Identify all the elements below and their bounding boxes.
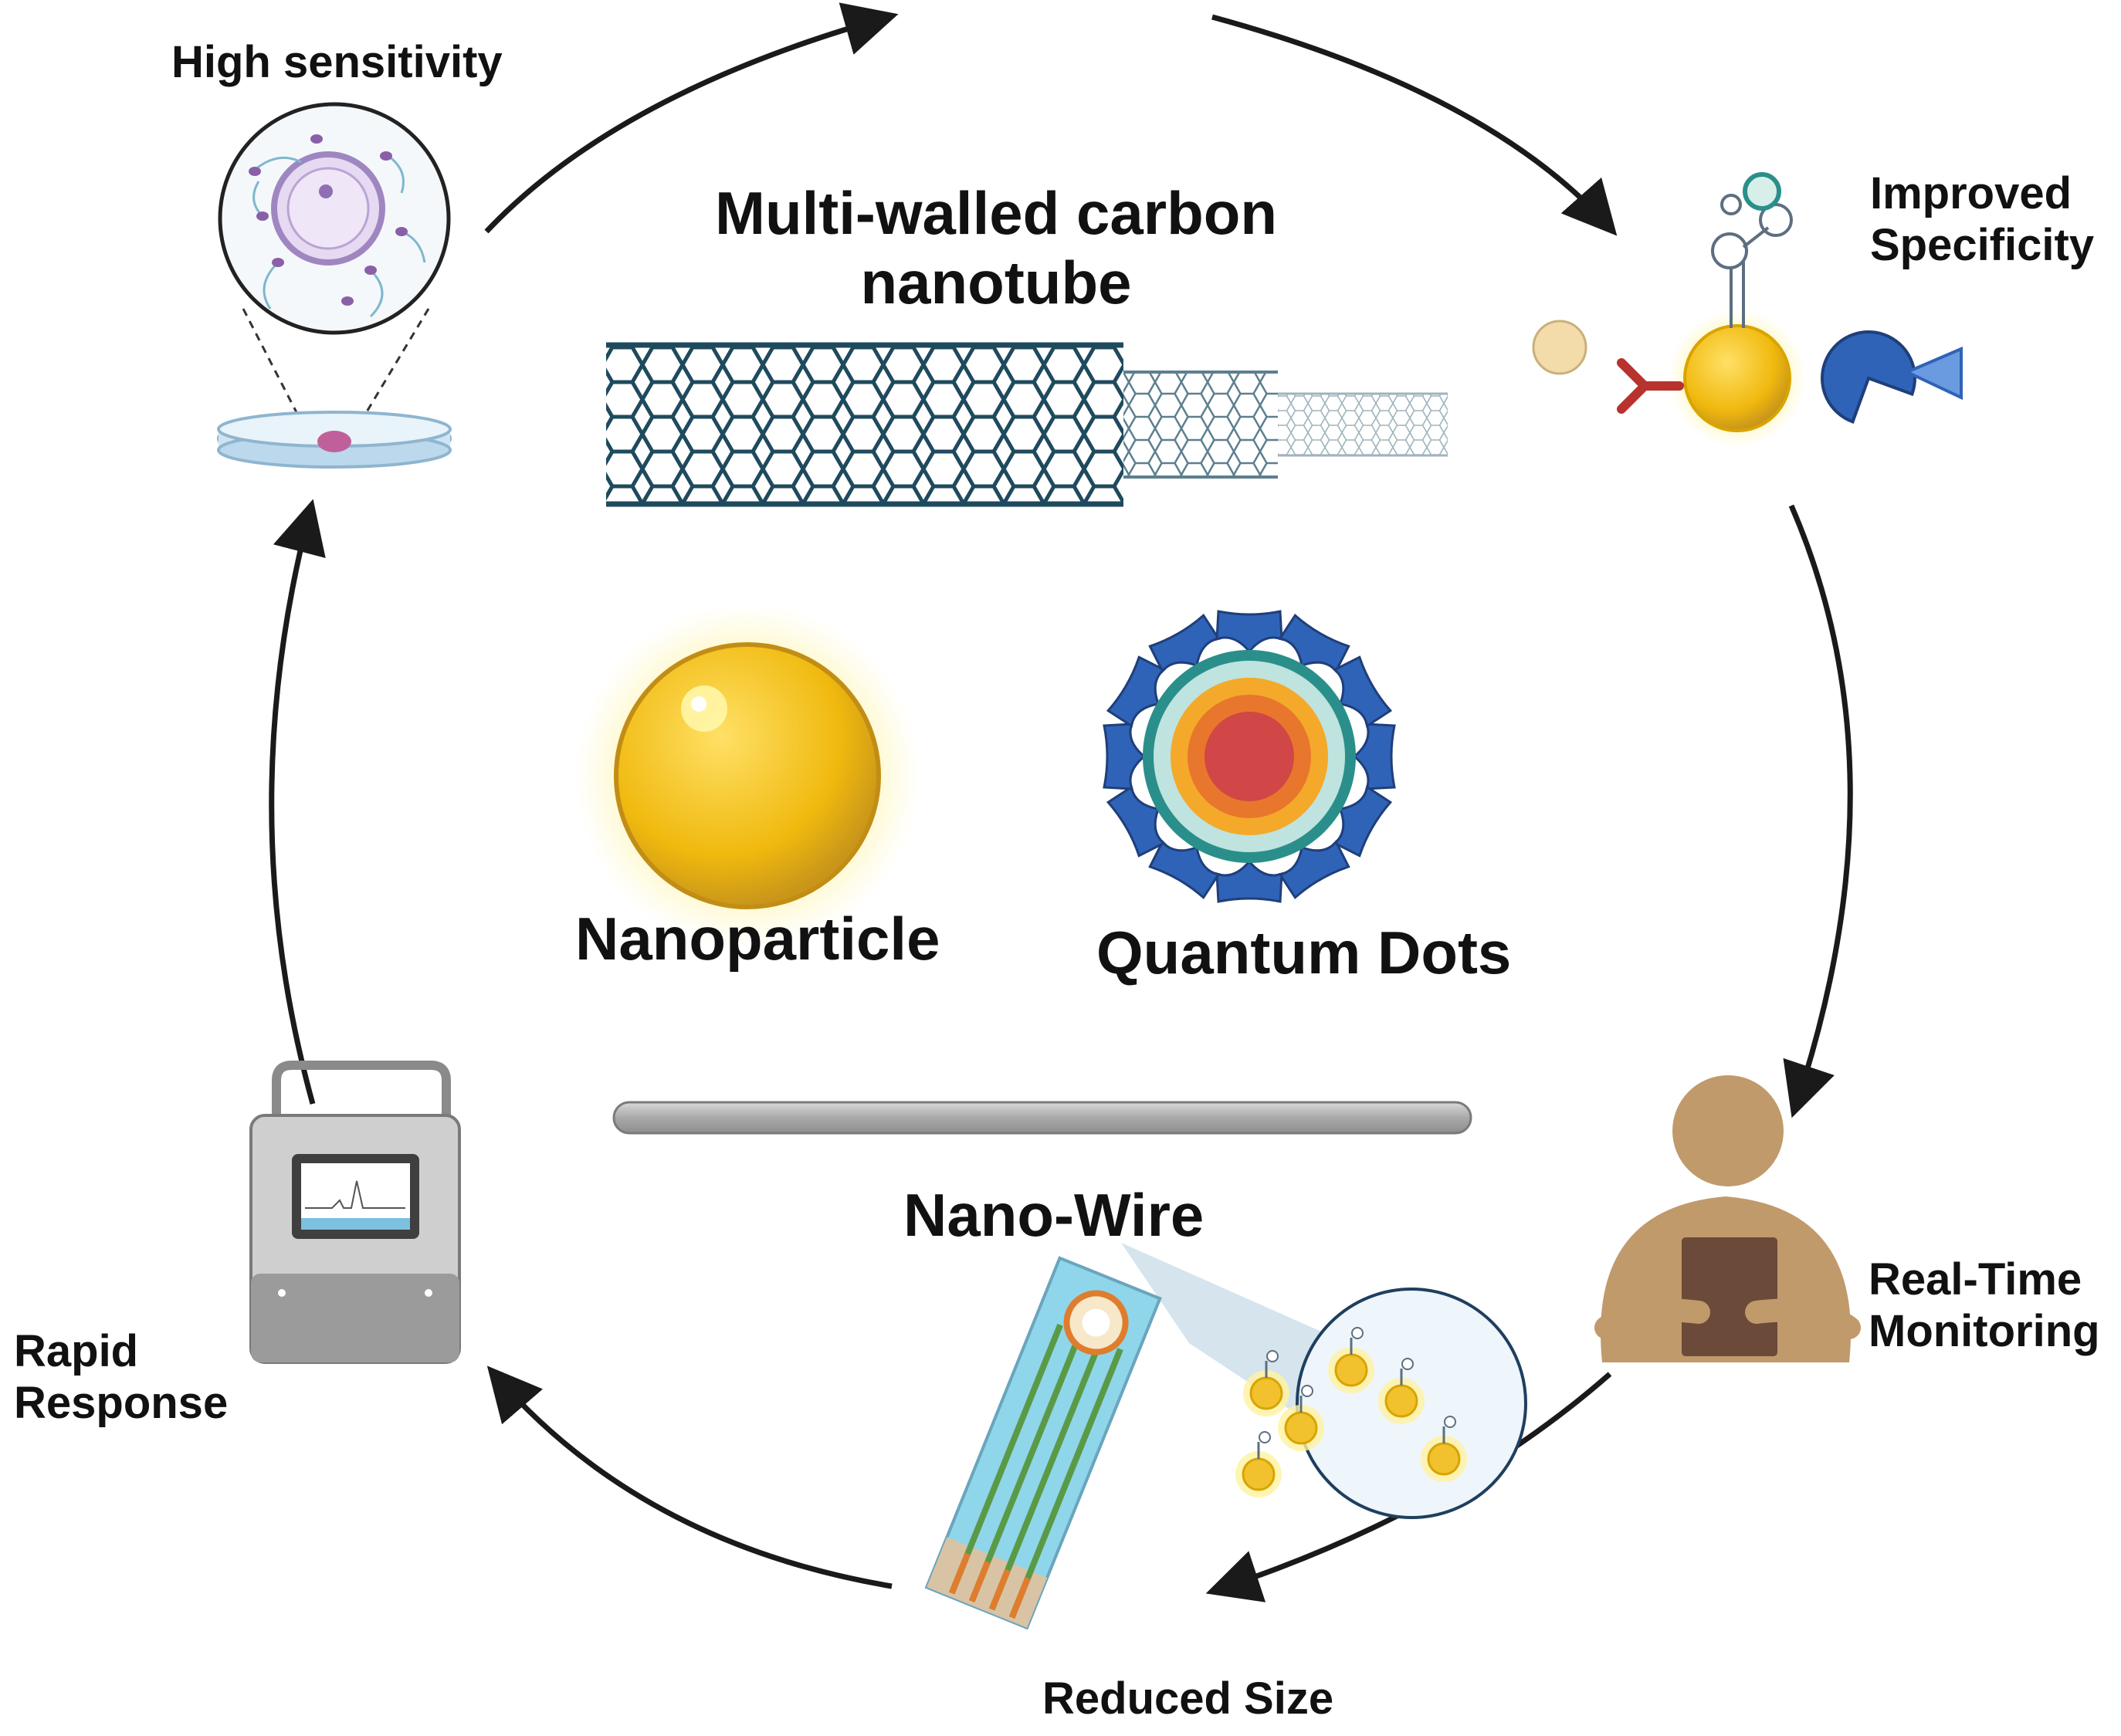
high-sensitivity-illustration: [217, 102, 452, 469]
real-time-monitoring-label: Real-Time Monitoring: [1869, 1254, 2100, 1357]
mini-nanoparticle-icon: [1278, 1385, 1324, 1451]
antibody-icon: [1617, 358, 1684, 414]
real-time-monitoring-illustration: [1594, 1075, 1861, 1362]
quantum-dot-ligand-icon: [1148, 839, 1221, 900]
arrow-sensitivity-to-specificity-a: [484, 2, 899, 234]
nanotube-title-line-1: Multi-walled carbon: [714, 179, 1278, 247]
sensor-strip-icon: [924, 1256, 1162, 1630]
high-sensitivity-label: High sensitivity: [171, 37, 503, 87]
quantum-dot-ligand-icon: [1278, 839, 1350, 900]
mini-nanoparticle-icon: [1328, 1327, 1374, 1393]
target-molecule-icon: [1903, 346, 1963, 401]
rapid-response-line-1: Rapid: [14, 1326, 139, 1376]
quantum-dot-ligand-icon: [1106, 655, 1167, 728]
arrow-sensitivity-to-specificity-b: [1211, 14, 1618, 236]
gold-nanoparticle-icon: [614, 642, 881, 909]
enzyme-icon: [1821, 330, 1916, 424]
improved-specificity-line-2: Specificity: [1870, 219, 2095, 270]
nanotube-title: Multi-walled carbon nanotube: [672, 179, 1320, 317]
tablet-icon: [1677, 1233, 1782, 1361]
mini-nanoparticle-icon: [1235, 1431, 1282, 1497]
mini-nanoparticle-icon: [1421, 1416, 1467, 1482]
carbon-nanotube-illustration: [606, 342, 1448, 507]
quantum-dot-ligand-icon: [1278, 613, 1350, 674]
arrow-specificity-to-monitoring: [1783, 504, 1853, 1118]
quantum-dot-ligand-icon: [1103, 722, 1147, 790]
quantum-dot-ligand-icon: [1106, 785, 1167, 858]
real-time-monitoring-line-2: Monitoring: [1869, 1305, 2100, 1356]
quantum-dot-ligand-icon: [1215, 859, 1283, 903]
aptamer-icon: [1711, 194, 1793, 328]
quantum-dot-ligand-icon: [1332, 655, 1393, 728]
reduced-size-illustration: [924, 1243, 1527, 1630]
nanotube-title-line-2: nanotube: [860, 248, 1132, 316]
person-head-icon: [1672, 1075, 1784, 1186]
rapid-response-line-2: Response: [14, 1377, 229, 1428]
quantum-dots-illustration: [1103, 610, 1396, 903]
arrow-reduced-size-to-rapid-response: [486, 1365, 893, 1589]
mini-nanoparticle-icon: [1378, 1358, 1425, 1424]
quantum-dots-label: Quantum Dots: [1096, 919, 1512, 986]
real-time-monitoring-line-1: Real-Time: [1869, 1254, 2082, 1305]
rapid-response-illustration: [249, 1061, 461, 1364]
functionalized-nanoparticle-icon: [1683, 324, 1791, 432]
improved-specificity-label: Improved Specificity: [1870, 168, 2094, 271]
quantum-dot-ligand-icon: [1148, 613, 1221, 674]
improved-specificity-illustration: [1532, 172, 1963, 448]
quantum-dot-ligand-icon: [1215, 610, 1283, 654]
improved-specificity-line-1: Improved: [1870, 168, 2072, 218]
nanowire-illustration: [612, 1101, 1472, 1135]
nanoparticle-illustration: [574, 602, 921, 949]
quantum-dot-core-icon: [1204, 712, 1294, 801]
nanowire-label: Nano-Wire: [903, 1181, 1204, 1249]
reduced-size-label: Reduced Size: [1042, 1673, 1334, 1724]
rapid-response-label: Rapid Response: [14, 1326, 228, 1429]
quantum-dot-ligand-icon: [1352, 722, 1396, 790]
quantum-dot-ligand-icon: [1332, 785, 1393, 858]
mini-nanoparticle-icon: [1243, 1350, 1289, 1416]
nanoparticle-label: Nanoparticle: [575, 905, 940, 973]
arrow-rapid-response-to-sensitivity: [269, 499, 326, 1105]
